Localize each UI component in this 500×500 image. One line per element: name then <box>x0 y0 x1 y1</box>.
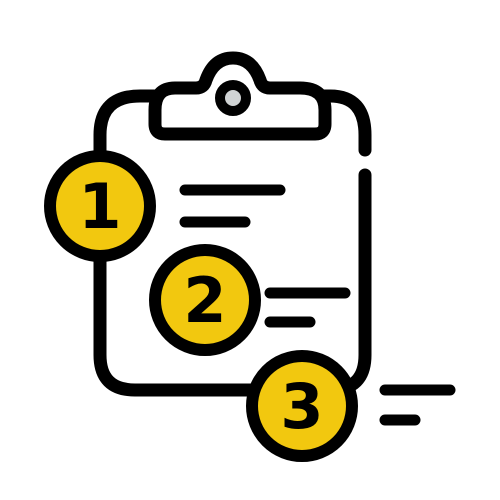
badge-3: 3 <box>246 350 358 462</box>
checklist-lines <box>179 184 456 426</box>
badge-2: 2 <box>149 244 261 356</box>
badge-1-number: 1 <box>78 170 121 243</box>
badge-2-number: 2 <box>183 264 226 337</box>
badge-3-number: 3 <box>280 370 323 443</box>
clip-hole <box>215 80 251 116</box>
badge-1: 1 <box>44 150 156 262</box>
